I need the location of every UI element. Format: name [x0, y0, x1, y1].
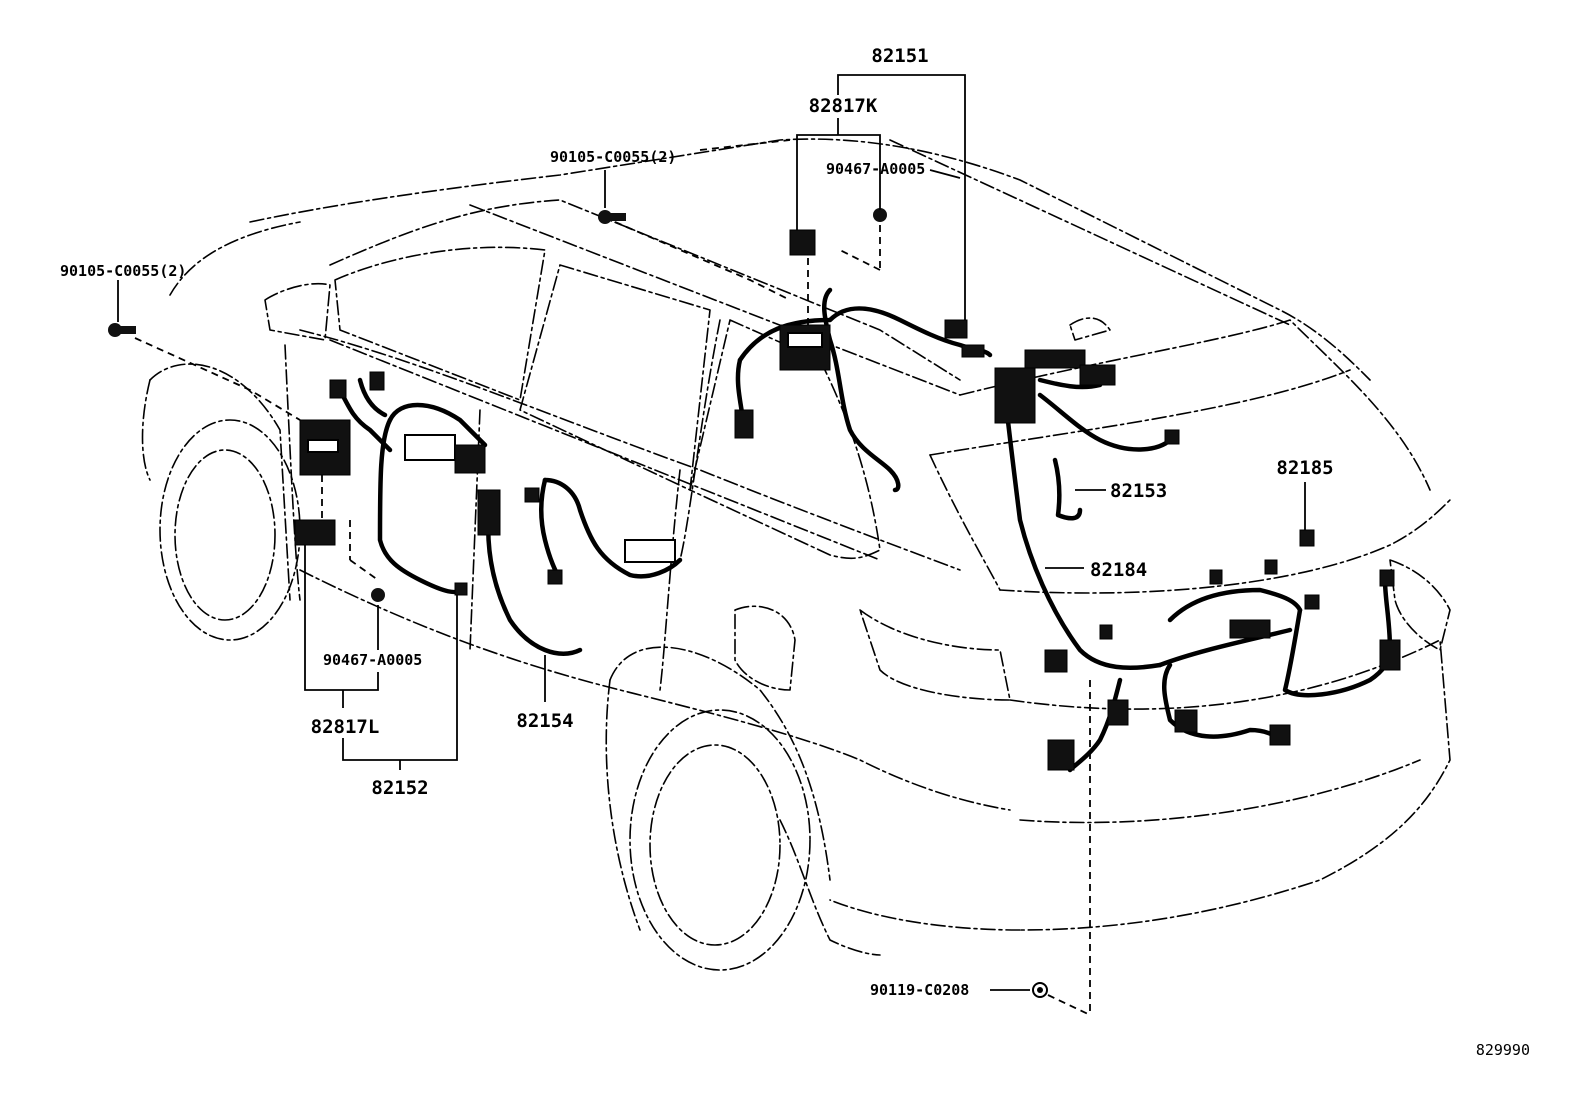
- label-82184: 82184: [1090, 559, 1147, 581]
- wire-harnesses: [337, 287, 1393, 773]
- harness-82152: [387, 402, 488, 448]
- fasteners: [108, 208, 1048, 998]
- label-82185: 82185: [1276, 457, 1333, 479]
- part-labels: 82151 82817K 90105-C0055(2) 90467-A0005 …: [60, 45, 1530, 1059]
- label-90467-bottom: 90467-A0005: [323, 651, 422, 669]
- label-82817L: 82817L: [311, 716, 380, 738]
- label-82154: 82154: [516, 710, 573, 732]
- diagram-reference-number: 829990: [1476, 1041, 1530, 1059]
- label-82817K: 82817K: [809, 95, 878, 117]
- label-90105-left: 90105-C0055(2): [60, 262, 186, 280]
- label-90119: 90119-C0208: [870, 981, 969, 999]
- connectors: [294, 229, 1401, 771]
- harness-82185: [1157, 627, 1293, 668]
- label-82152: 82152: [371, 777, 428, 799]
- harness-82184: [1002, 392, 1163, 670]
- vehicle-outline: [141, 138, 1451, 971]
- harness-82154: [485, 497, 583, 656]
- bolt-90105-left-icon: [108, 323, 136, 337]
- leader-lines: [117, 74, 1306, 1016]
- label-90467-top: 90467-A0005: [826, 160, 925, 178]
- clip-90467-bottom-icon: [371, 588, 385, 602]
- label-82151: 82151: [871, 45, 928, 67]
- bolt-90119-icon: [1032, 982, 1048, 998]
- bolt-90105-top-icon: [598, 210, 626, 224]
- label-82153: 82153: [1110, 480, 1167, 502]
- clip-90467-top-icon: [873, 208, 887, 222]
- label-90105-top: 90105-C0055(2): [550, 148, 676, 166]
